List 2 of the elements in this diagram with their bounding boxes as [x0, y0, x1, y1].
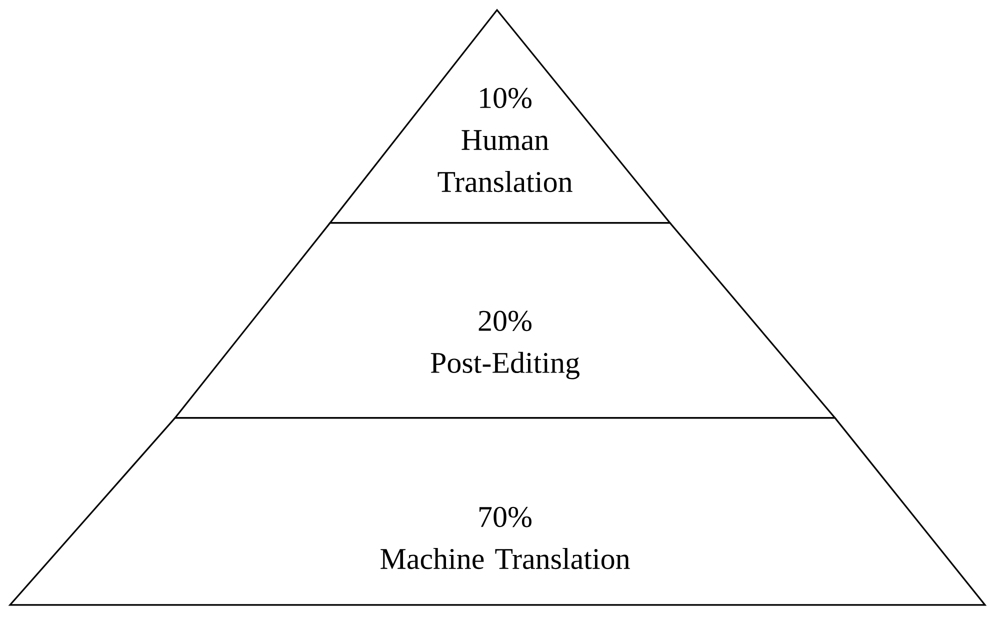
node-label: 70%	[479, 506, 532, 528]
node-label: Machine Translation	[380, 548, 630, 570]
